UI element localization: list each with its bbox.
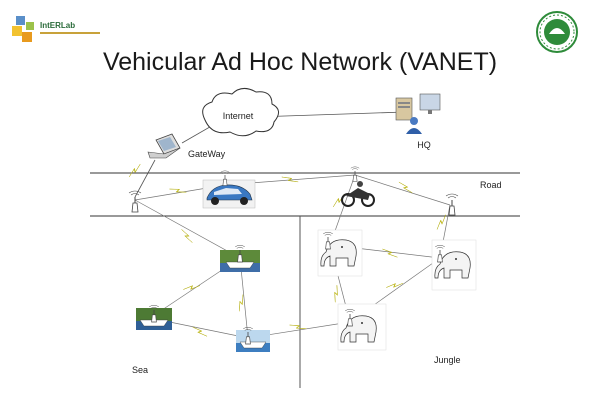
logo-blocks-icon [12,16,34,42]
elephant-icon [337,303,387,351]
jungle-label: Jungle [434,355,461,365]
institute-seal-icon [536,11,578,53]
server-icon [395,93,441,121]
hq-label: HQ [417,140,431,150]
user-icon [406,117,422,134]
interlab-logo: IntERLab [10,8,100,50]
internet-hq-link [254,111,406,118]
elephant-icon [317,229,363,277]
internet-label: Internet [223,111,254,121]
cloud-icon [202,88,279,137]
wireless-connections [134,174,451,339]
elephant-icon [431,239,477,291]
antenna-icon [128,190,142,213]
logo-text: IntERLab [40,21,76,30]
antenna-icon [350,166,360,182]
car-icon [202,179,256,209]
boat-icon [236,330,270,352]
road-label: Road [480,180,502,190]
slide-title: Vehicular Ad Hoc Network (VANET) [102,48,498,76]
motorcycle-icon [341,181,375,207]
gateway-antenna-link [134,159,156,198]
logo-underline [40,32,100,34]
gateway-label: GateWay [188,149,226,159]
sea-label: Sea [132,365,148,375]
wireless-link-icon [128,161,446,337]
laptop-icon [147,133,181,159]
